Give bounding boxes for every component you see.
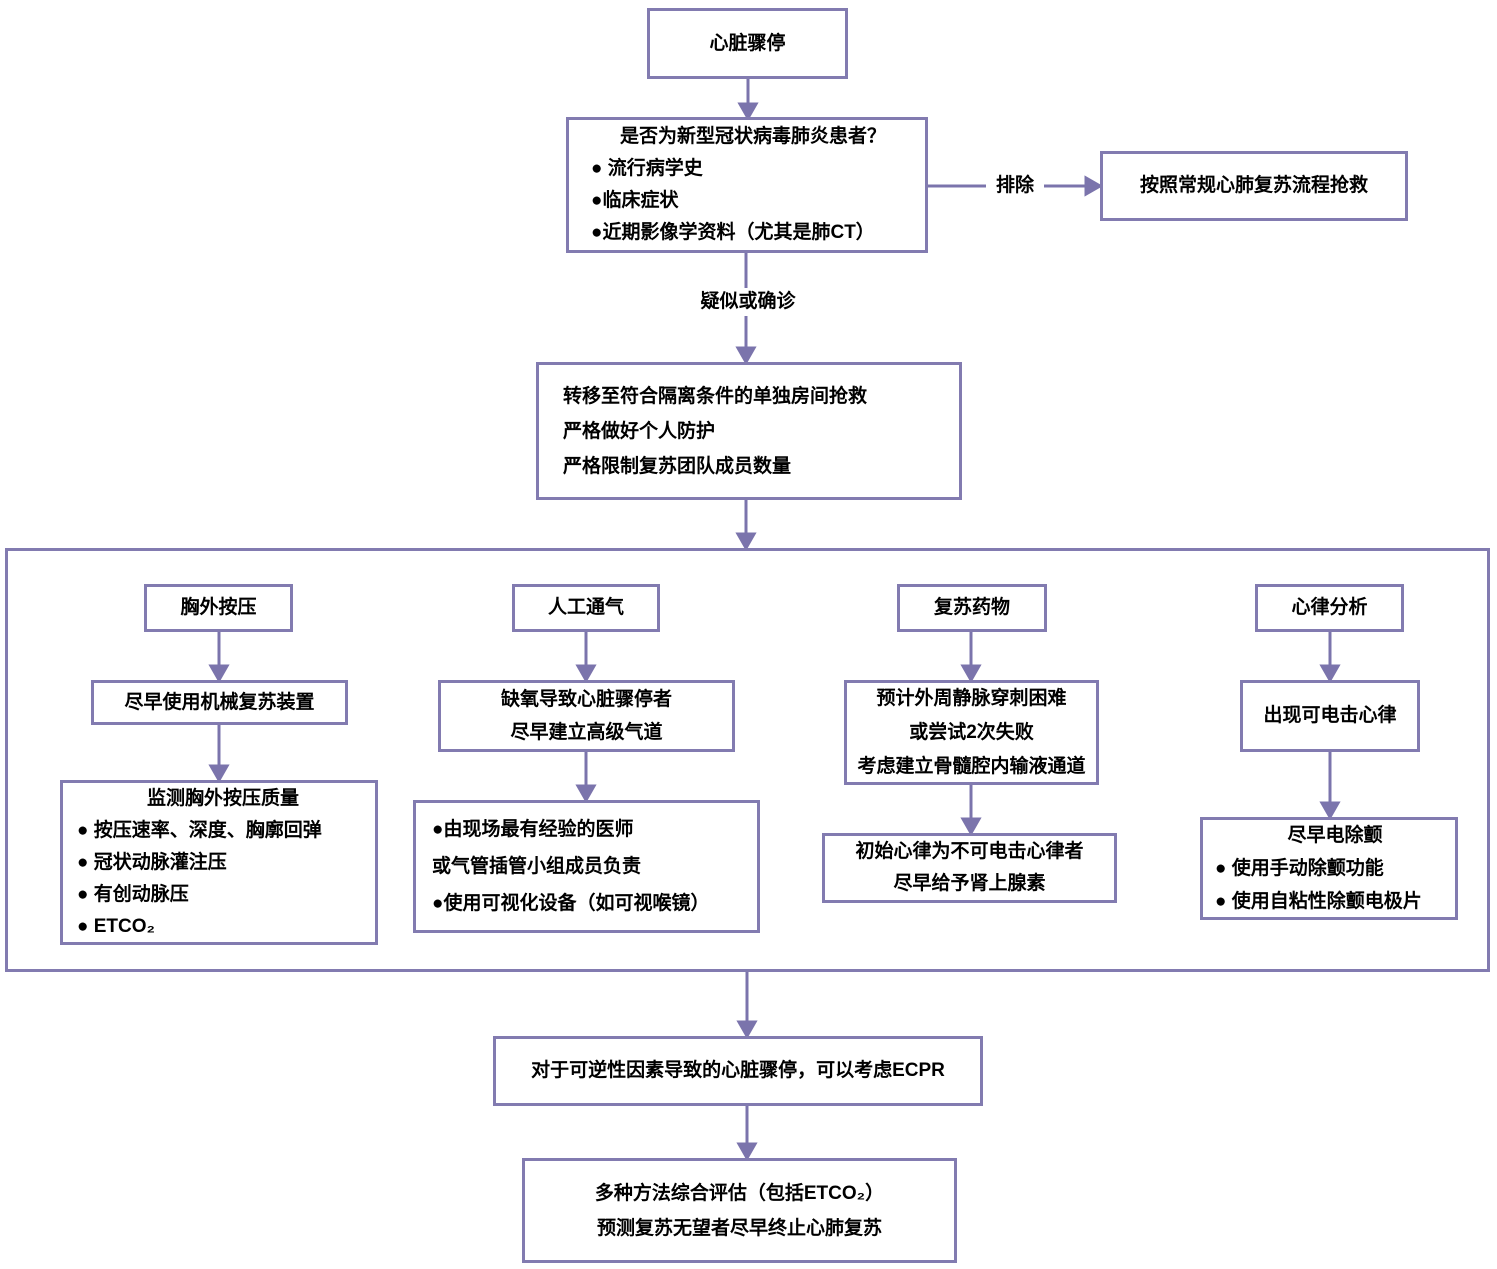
col1-step2-title: 监测胸外按压质量 <box>146 787 299 809</box>
final-assessment-box: 多种方法综合评估（包括ETCO₂） 预测复苏无望者尽早终止心肺复苏 <box>522 1158 957 1263</box>
col2-step2-bullet: 或气管插管小组成员负责 <box>432 856 642 877</box>
col2-header-box: 人工通气 <box>512 584 660 632</box>
isolation-line: 转移至符合隔离条件的单独房间抢救 <box>563 385 868 407</box>
col2-step1-line: 尽早建立高级气道 <box>510 722 663 743</box>
start-box-label: 心脏骤停 <box>709 32 786 54</box>
col1-step2-box: 监测胸外按压质量 ● 按压速率、深度、胸廓回弹 ● 冠状动脉灌注压 ● 有创动脉… <box>60 780 378 945</box>
col2-step1-line: 缺氧导致心脏骤停者 <box>500 689 672 710</box>
col1-step1-box: 尽早使用机械复苏装置 <box>91 680 348 725</box>
col4-step1-box: 出现可电击心律 <box>1240 680 1420 752</box>
col2-step2-bullet: ●使用可视化设备（如可视喉镜） <box>432 893 710 914</box>
col1-header-box: 胸外按压 <box>144 584 293 632</box>
col1-step2-bullet: ● ETCO₂ <box>77 915 155 937</box>
col3-header-box: 复苏药物 <box>897 584 1047 632</box>
screening-bullet: ●临床症状 <box>591 190 679 211</box>
screening-bullet: ● 流行病学史 <box>591 158 703 179</box>
col2-step2-box: ●由现场最有经验的医师 或气管插管小组成员负责 ●使用可视化设备（如可视喉镜） <box>413 800 760 933</box>
col2-step2-bullet: ●由现场最有经验的医师 <box>432 819 634 840</box>
col4-step2-bullet: ● 使用手动除颤功能 <box>1215 858 1384 879</box>
start-box: 心脏骤停 <box>647 8 848 79</box>
col1-step2-bullet: ● 冠状动脉灌注压 <box>77 851 227 873</box>
isolation-box: 转移至符合隔离条件的单独房间抢救 严格做好个人防护 严格限制复苏团队成员数量 <box>536 362 962 500</box>
col4-step2-box: 尽早电除颤 ● 使用手动除颤功能 ● 使用自粘性除颤电极片 <box>1200 817 1458 920</box>
col3-step1-line: 预计外周静脉穿刺困难 <box>876 687 1067 709</box>
col3-step1-line: 考虑建立骨髓腔内输液通道 <box>857 755 1086 777</box>
final-line: 预测复苏无望者尽早终止心肺复苏 <box>596 1217 882 1239</box>
suspected-edge-label: 疑似或确诊 <box>686 288 810 316</box>
col3-step2-box: 初始心律为不可电击心律者 尽早给予肾上腺素 <box>822 833 1117 903</box>
col1-header-label: 胸外按压 <box>180 597 257 618</box>
col4-step2-bullet: ● 使用自粘性除颤电极片 <box>1215 891 1422 912</box>
col1-step2-bullet: ● 有创动脉压 <box>77 883 189 905</box>
exclude-edge-label: 排除 <box>986 172 1044 200</box>
col1-step2-bullet: ● 按压速率、深度、胸廓回弹 <box>77 819 322 841</box>
screening-title: 是否为新型冠状病毒肺炎患者？ <box>619 126 886 147</box>
isolation-line: 严格做好个人防护 <box>563 420 716 442</box>
conventional-cpr-label: 按照常规心肺复苏流程抢救 <box>1139 175 1368 196</box>
col2-header-label: 人工通气 <box>547 597 624 618</box>
parallel-tasks-container <box>5 548 1490 972</box>
col1-step1-line: 尽早使用机械复苏装置 <box>124 691 315 713</box>
col3-step2-line: 尽早给予肾上腺素 <box>893 873 1046 894</box>
ecpr-box: 对于可逆性因素导致的心脏骤停，可以考虑ECPR <box>493 1036 983 1106</box>
col4-header-label: 心律分析 <box>1291 597 1368 618</box>
col2-step1-box: 缺氧导致心脏骤停者 尽早建立高级气道 <box>438 680 735 752</box>
ecpr-label: 对于可逆性因素导致的心脏骤停，可以考虑ECPR <box>531 1060 945 1081</box>
conventional-cpr-box: 按照常规心肺复苏流程抢救 <box>1100 151 1408 221</box>
col3-header-label: 复苏药物 <box>933 597 1010 618</box>
final-line: 多种方法综合评估（包括ETCO₂） <box>594 1182 885 1204</box>
isolation-line: 严格限制复苏团队成员数量 <box>563 455 792 477</box>
screening-bullet: ●近期影像学资料（尤其是肺CT） <box>591 222 875 243</box>
col4-step2-title: 尽早电除颤 <box>1287 825 1383 846</box>
col3-step1-line: 或尝试2次失败 <box>909 721 1034 743</box>
col4-step1-line: 出现可电击心律 <box>1263 705 1397 726</box>
col3-step1-box: 预计外周静脉穿刺困难 或尝试2次失败 考虑建立骨髓腔内输液通道 <box>844 680 1099 785</box>
screening-box: 是否为新型冠状病毒肺炎患者？ ● 流行病学史 ●临床症状 ●近期影像学资料（尤其… <box>566 117 928 253</box>
col4-header-box: 心律分析 <box>1255 584 1404 632</box>
col3-step2-line: 初始心律为不可电击心律者 <box>855 841 1084 862</box>
